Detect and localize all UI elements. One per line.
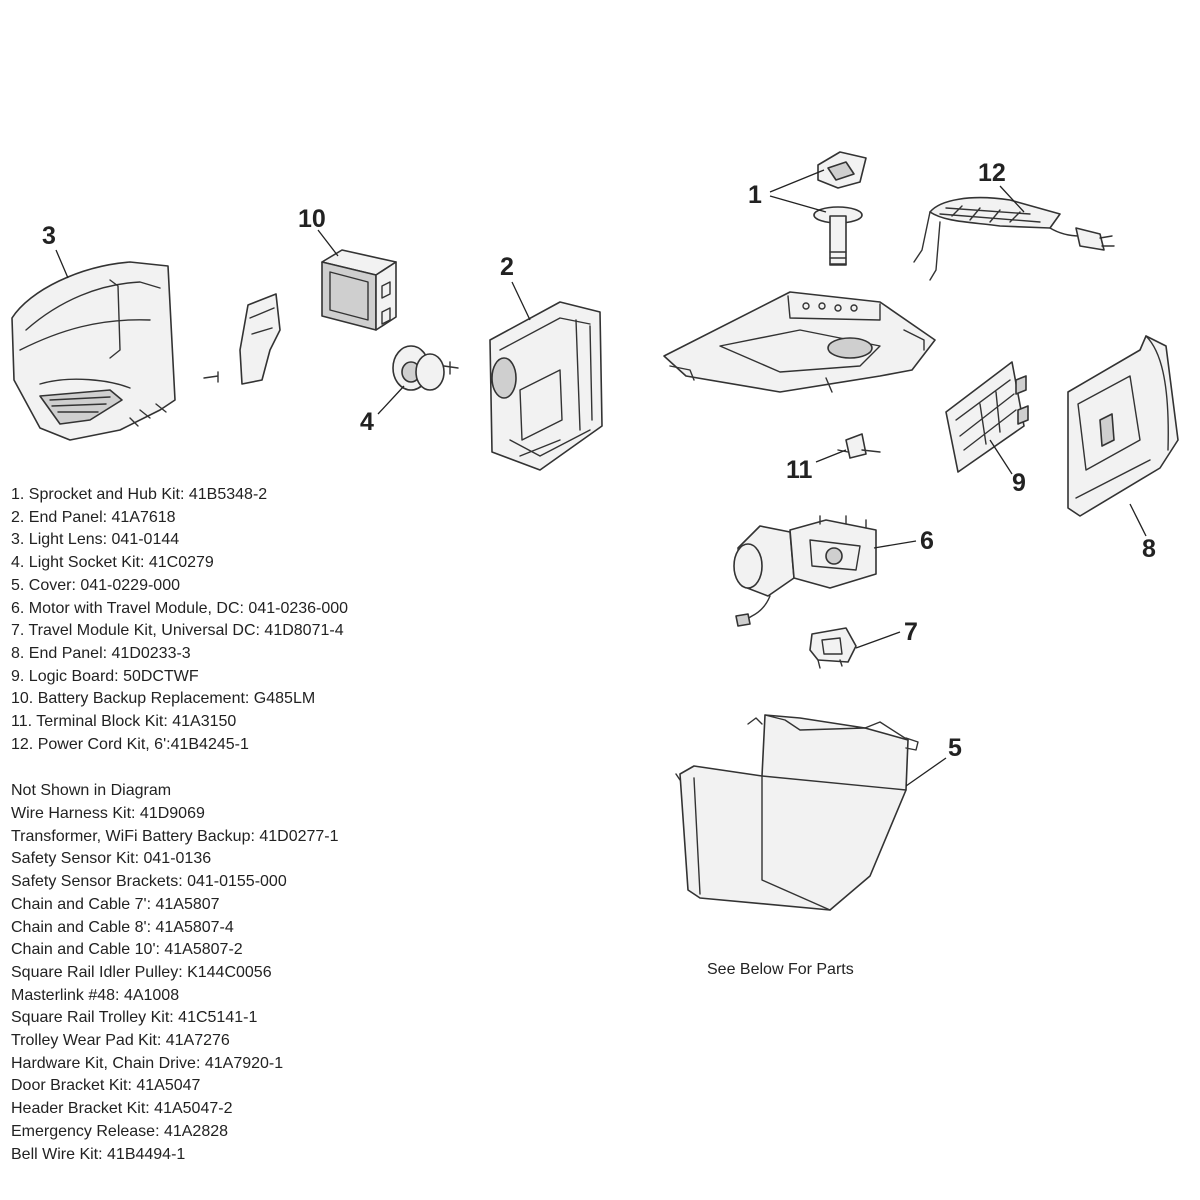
callout-9: 9 [1012,469,1026,497]
not-shown-item: Emergency Release: 41A2828 [11,1122,229,1140]
not-shown-list: Wire Harness Kit: 41D9069 Transformer, W… [11,803,339,1166]
not-shown-item: Safety Sensor Kit: 041-0136 [11,850,212,868]
chassis-plate [663,291,936,393]
callout-numbers: 3 10 4 2 1 12 9 11 8 6 7 5 [42,159,1156,762]
see-below-note: See Below For Parts [707,961,854,978]
not-shown-item: Header Bracket Kit: 41A5047-2 [11,1100,233,1118]
parts-list-item: 7. Travel Module Kit, Universal DC: 41D8… [11,622,344,640]
not-shown-item: Bell Wire Kit: 41B4494-1 [11,1145,186,1163]
callout-7: 7 [904,618,918,646]
not-shown-item: Hardware Kit, Chain Drive: 41A7920-1 [11,1054,284,1072]
leader-4 [377,385,405,415]
not-shown-item: Chain and Cable 8': 41A5807-4 [11,918,234,936]
part-8-end-panel [1067,335,1179,517]
leader-10 [317,229,339,257]
not-shown-item: Transformer, WiFi Battery Backup: 41D027… [11,827,339,845]
parts-list-item: 6. Motor with Travel Module, DC: 041-023… [11,599,349,617]
not-shown-item: Safety Sensor Brackets: 041-0155-000 [11,873,287,891]
callout-3: 3 [42,222,56,250]
not-shown-item: Wire Harness Kit: 41D9069 [11,805,205,822]
parts-list-item: 1. Sprocket and Hub Kit: 41B5348-2 [11,486,268,503]
leader-5 [905,757,947,787]
callout-12: 12 [978,159,1006,187]
parts-list-item: 2. End Panel: 41A7618 [11,508,176,526]
callout-10: 10 [298,205,326,233]
part-9-logic-board [945,361,1029,473]
leader-6 [873,540,917,549]
not-shown-item: Masterlink #48: 4A1008 [11,986,180,1004]
parts-list-item: 5. Cover: 041-0229-000 [11,576,180,594]
parts-list-item: 3. Light Lens: 041-0144 [11,531,180,549]
not-shown-item: Chain and Cable 7': 41A5807 [11,895,220,913]
leader-2 [511,281,531,321]
parts-list: 1. Sprocket and Hub Kit: 41B5348-2 2. En… [11,484,348,756]
parts-list-item: 9. Logic Board: 50DCTWF [11,667,199,685]
callout-4: 4 [360,408,374,436]
part-12-power-cord [913,196,1115,281]
leader-1 [769,169,827,213]
not-shown-item: Square Rail Idler Pulley: K144C0056 [11,963,272,981]
callout-6: 6 [920,527,934,555]
leader-lines [55,169,1147,787]
not-shown-item: Chain and Cable 10': 41A5807-2 [11,941,243,959]
callout-11: 11 [786,456,813,484]
leader-3 [55,249,69,279]
part-6-motor [733,515,877,627]
part-2-end-panel [489,301,603,471]
parts-list-item: 11. Terminal Block Kit: 41A3150 [11,713,237,731]
part-7-travel-module [809,627,857,669]
not-shown-item: Door Bracket Kit: 41A5047 [11,1077,201,1095]
not-shown-item: Trolley Wear Pad Kit: 41A7276 [11,1032,230,1050]
leader-12 [999,185,1025,213]
part-4-light-socket [392,345,459,391]
parts-list-item: 12. Power Cord Kit, 6':41B4245-1 [11,735,249,753]
lens-bracket [203,293,281,385]
leader-8 [1129,503,1147,537]
parts-list-item: 4. Light Socket Kit: 41C0279 [11,554,214,572]
not-shown-heading: Not Shown in Diagram [11,782,172,799]
part-1-sprocket-hub [813,151,867,266]
part-3-light-lens [11,261,176,441]
leader-11 [815,449,847,463]
leader-9 [989,439,1013,475]
callout-8: 8 [1142,535,1156,563]
parts-list-item: 10. Battery Backup Replacement: G485LM [11,690,316,708]
callout-2: 2 [500,253,514,281]
not-shown-item: Square Rail Trolley Kit: 41C5141-1 [11,1009,258,1027]
part-10-battery-backup [321,249,397,331]
part-11-terminal-block [837,433,881,459]
callout-5: 5 [948,734,962,762]
parts-list-item: 8. End Panel: 41D0233-3 [11,644,191,662]
callout-1: 1 [748,181,762,209]
leader-7 [855,631,901,649]
part-5-cover [675,714,919,911]
